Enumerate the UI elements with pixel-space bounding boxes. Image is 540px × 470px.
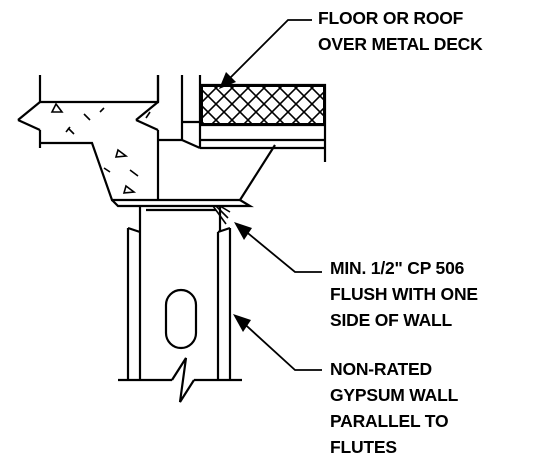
callout-line: PARALLEL TO: [330, 411, 449, 431]
leader-deck: [221, 19, 312, 87]
callout-sealant: MIN. 1/2" CP 506 FLUSH WITH ONE SIDE OF …: [330, 255, 478, 333]
floor-crosshatch: [201, 85, 325, 125]
concrete-slab: [17, 75, 160, 202]
leader-sealant: [237, 224, 322, 273]
callout-line: FLUSH WITH ONE: [330, 284, 478, 304]
stud-knockout-hole: [164, 288, 198, 350]
bottom-break-line: [118, 357, 242, 403]
callout-line: FLOOR OR ROOF: [318, 8, 464, 28]
arrowhead-sealant: [234, 222, 252, 240]
callout-line: OVER METAL DECK: [318, 34, 483, 54]
gypsum-wall: [126, 226, 232, 380]
leader-wall: [237, 317, 322, 371]
break-line: [156, 75, 201, 150]
sealant-hatch: [212, 205, 231, 225]
arrowhead-deck: [219, 72, 236, 89]
callout-wall: NON-RATED GYPSUM WALL PARALLEL TO FLUTES: [330, 356, 458, 460]
callout-line: MIN. 1/2" CP 506: [330, 258, 465, 278]
callout-line: NON-RATED: [330, 359, 432, 379]
callout-line: GYPSUM WALL: [330, 385, 459, 405]
arrowhead-wall: [233, 314, 251, 332]
callout-floor-deck: FLOOR OR ROOF OVER METAL DECK: [318, 5, 483, 57]
callout-line: FLUTES: [330, 437, 397, 457]
callout-line: SIDE OF WALL: [330, 310, 453, 330]
concrete-aggregate-marks: [50, 102, 151, 194]
